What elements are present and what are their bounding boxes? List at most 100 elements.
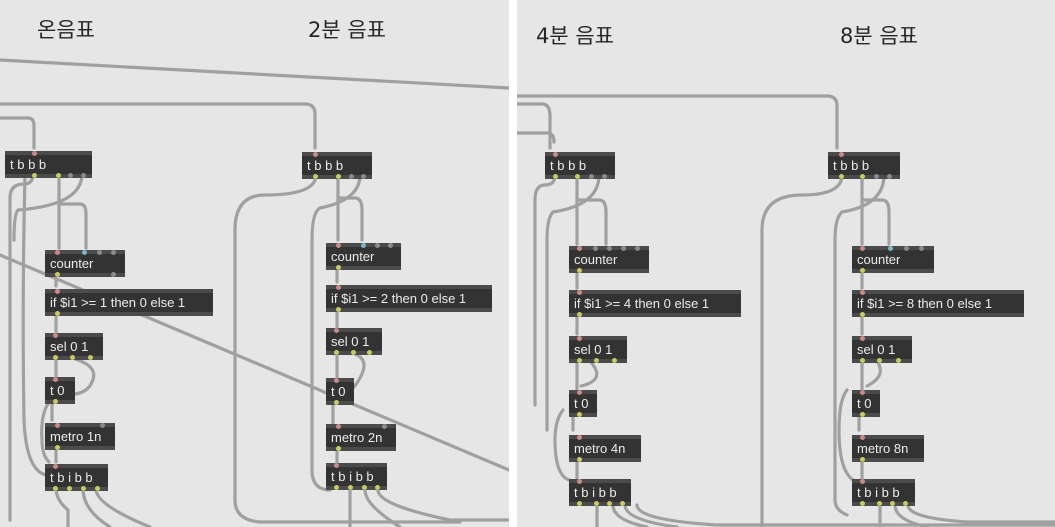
inlet-port[interactable] (382, 424, 387, 429)
outlet-port[interactable] (32, 173, 37, 178)
outlet-port[interactable] (70, 355, 75, 360)
outlet-port[interactable] (575, 174, 580, 179)
outlet-port[interactable] (860, 457, 865, 462)
inlet-port[interactable] (577, 479, 582, 484)
outlet-port[interactable] (577, 501, 582, 506)
outlet-port[interactable] (877, 501, 882, 506)
inlet-port[interactable] (361, 243, 366, 248)
trigger-t0-object[interactable]: t 0 (852, 390, 880, 417)
inlet-port[interactable] (375, 243, 380, 248)
outlet-port[interactable] (874, 174, 879, 179)
inlet-port[interactable] (635, 246, 640, 251)
outlet-port[interactable] (860, 501, 865, 506)
outlet-port[interactable] (553, 174, 558, 179)
outlet-port[interactable] (594, 501, 599, 506)
inlet-port[interactable] (888, 246, 893, 251)
patcher-right[interactable]: 4분 음표 8분 음표 t b b b counter if $i1 >= 4 … (517, 0, 1055, 527)
inlet-port[interactable] (919, 246, 924, 251)
outlet-port[interactable] (860, 268, 865, 273)
outlet-port[interactable] (839, 174, 844, 179)
counter-object[interactable]: counter (45, 250, 125, 277)
outlet-port[interactable] (349, 174, 354, 179)
inlet-port[interactable] (334, 328, 339, 333)
outlet-port[interactable] (55, 445, 60, 450)
inlet-port[interactable] (577, 336, 582, 341)
inlet-port[interactable] (334, 463, 339, 468)
counter-object[interactable]: counter (852, 246, 934, 273)
inlet-port[interactable] (55, 289, 60, 294)
metro-object[interactable]: metro 1n (45, 423, 115, 450)
outlet-port[interactable] (68, 173, 73, 178)
inlet-port[interactable] (82, 250, 87, 255)
inlet-port[interactable] (53, 377, 58, 382)
trigger-t0-object[interactable]: t 0 (326, 378, 354, 405)
if-expression-object[interactable]: if $i1 >= 4 then 0 else 1 (569, 290, 741, 317)
inlet-port[interactable] (336, 424, 341, 429)
outlet-port[interactable] (336, 174, 341, 179)
outlet-port[interactable] (56, 173, 61, 178)
inlet-port[interactable] (53, 464, 58, 469)
inlet-port[interactable] (55, 423, 60, 428)
outlet-port[interactable] (361, 174, 366, 179)
outlet-port[interactable] (577, 457, 582, 462)
outlet-port[interactable] (887, 174, 892, 179)
trigger-tbibb-object[interactable]: t b i b b (326, 463, 387, 490)
outlet-port[interactable] (860, 358, 865, 363)
outlet-port[interactable] (577, 358, 582, 363)
inlet-port[interactable] (860, 290, 865, 295)
trigger-tbibb-object[interactable]: t b i b b (569, 479, 631, 506)
outlet-port[interactable] (88, 355, 93, 360)
outlet-port[interactable] (607, 501, 612, 506)
outlet-port[interactable] (334, 485, 339, 490)
outlet-port[interactable] (602, 174, 607, 179)
counter-object[interactable]: counter (569, 246, 649, 273)
outlet-port[interactable] (95, 486, 100, 491)
select-object[interactable]: sel 0 1 (326, 328, 382, 355)
outlet-port[interactable] (313, 174, 318, 179)
outlet-port[interactable] (81, 173, 86, 178)
inlet-port[interactable] (860, 435, 865, 440)
inlet-port[interactable] (577, 390, 582, 395)
outlet-port[interactable] (67, 486, 72, 491)
inlet-port[interactable] (577, 246, 582, 251)
counter-object[interactable]: counter (326, 243, 401, 270)
if-expression-object[interactable]: if $i1 >= 1 then 0 else 1 (45, 289, 213, 316)
outlet-port[interactable] (577, 312, 582, 317)
outlet-port[interactable] (860, 412, 865, 417)
inlet-port[interactable] (97, 250, 102, 255)
trigger-tbbb-object[interactable]: t b b b (828, 152, 900, 179)
inlet-port[interactable] (313, 152, 318, 157)
inlet-port[interactable] (860, 246, 865, 251)
inlet-port[interactable] (860, 390, 865, 395)
outlet-port[interactable] (577, 268, 582, 273)
outlet-port[interactable] (877, 358, 882, 363)
outlet-port[interactable] (890, 501, 895, 506)
trigger-t0-object[interactable]: t 0 (569, 390, 597, 417)
inlet-port[interactable] (860, 479, 865, 484)
metro-object[interactable]: metro 2n (326, 424, 396, 451)
inlet-port[interactable] (860, 336, 865, 341)
outlet-port[interactable] (53, 399, 58, 404)
outlet-port[interactable] (336, 307, 341, 312)
inlet-port[interactable] (839, 152, 844, 157)
outlet-port[interactable] (375, 485, 380, 490)
inlet-port[interactable] (32, 151, 37, 156)
outlet-port[interactable] (53, 355, 58, 360)
trigger-t0-object[interactable]: t 0 (45, 377, 75, 404)
select-object[interactable]: sel 0 1 (852, 336, 912, 363)
if-expression-object[interactable]: if $i1 >= 8 then 0 else 1 (852, 290, 1024, 317)
inlet-port[interactable] (336, 243, 341, 248)
inlet-port[interactable] (593, 246, 598, 251)
outlet-port[interactable] (55, 311, 60, 316)
trigger-tbbb-object[interactable]: t b b b (5, 151, 92, 178)
outlet-port[interactable] (334, 350, 339, 355)
inlet-port[interactable] (55, 250, 60, 255)
outlet-port[interactable] (336, 446, 341, 451)
inlet-port[interactable] (553, 152, 558, 157)
outlet-port[interactable] (111, 272, 116, 277)
outlet-port[interactable] (860, 174, 865, 179)
inlet-port[interactable] (53, 333, 58, 338)
outlet-port[interactable] (55, 272, 60, 277)
outlet-port[interactable] (53, 486, 58, 491)
outlet-port[interactable] (81, 486, 86, 491)
